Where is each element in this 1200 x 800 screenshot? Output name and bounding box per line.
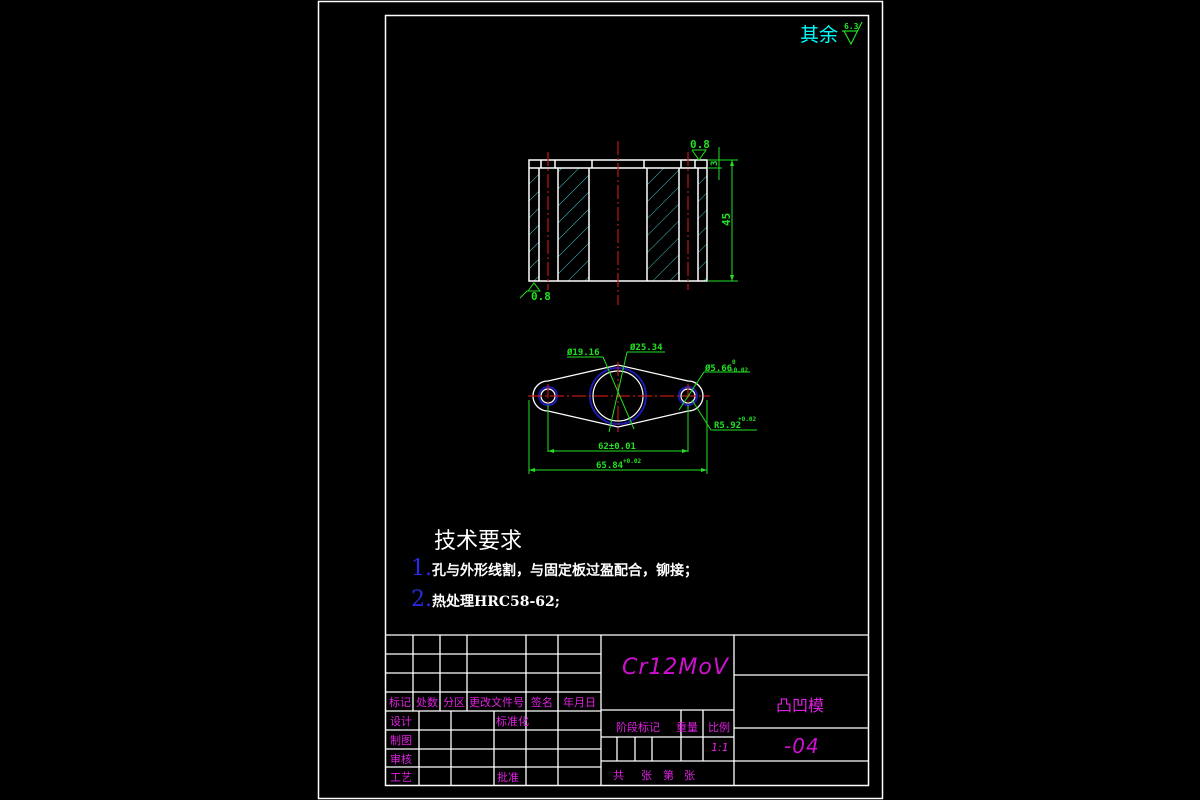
- title-block-grid: [386, 634, 868, 785]
- outer-border: [317, 0, 884, 800]
- dim-step: 3: [710, 161, 720, 166]
- dim-overall-length: 65.84: [596, 461, 624, 471]
- dim-radius-tol: +0.02: [738, 416, 756, 423]
- scale-value: 1:1: [711, 741, 729, 754]
- approval-label: 批准: [497, 771, 519, 784]
- part-name: 凸凹模: [776, 696, 825, 715]
- sheet-number-suffix: 张: [684, 769, 695, 782]
- roughness-bottom-value: 0.8: [531, 290, 551, 303]
- scale-label: 比例: [708, 721, 730, 734]
- sheet-number-prefix: 第: [663, 769, 674, 782]
- header-count: 处数: [416, 696, 438, 709]
- dim-height: 45: [720, 213, 733, 226]
- dim-dia-inner: Ø19.16: [566, 347, 600, 358]
- dim-small-hole-tol-upper: 0: [732, 359, 736, 366]
- sheet-total-prefix: 共: [613, 769, 624, 782]
- role-review: 审核: [390, 753, 412, 766]
- drawing-number: -04: [784, 734, 820, 758]
- header-date: 年月日: [563, 696, 596, 709]
- role-process: 工艺: [390, 771, 412, 784]
- dim-center-distance: 62±0.01: [598, 442, 636, 452]
- weight-label: 重量: [676, 721, 698, 734]
- sheet-total-suffix: 张: [641, 769, 652, 782]
- dim-dia-outer: Ø25.34: [629, 342, 663, 353]
- requirement-number: 1.: [411, 556, 432, 581]
- dim-small-hole-tol-lower: -0.02: [730, 367, 748, 374]
- material-label: Cr12MoV: [622, 655, 729, 680]
- requirement-text: 热处理HRC58-62;: [432, 594, 560, 610]
- roughness-value: 6.3: [844, 22, 859, 31]
- inner-border: [384, 14, 870, 787]
- roughness-symbol-icon: [842, 21, 863, 46]
- plan-view: Ø19.16 Ø25.34 Ø5.66 0 -0.02 R5.92 +0.02 …: [528, 342, 757, 474]
- header-mark: 标记: [389, 696, 411, 709]
- role-drafting: 制图: [390, 734, 412, 747]
- header-signature: 签名: [531, 696, 553, 709]
- roughness-top-value: 0.8: [690, 138, 710, 151]
- technical-requirements-title: 技术要求: [434, 529, 523, 554]
- dim-radius: R5.92: [714, 421, 741, 431]
- surface-roughness-label: 其余: [800, 24, 839, 46]
- stage-mark-label: 阶段标记: [616, 721, 660, 734]
- header-change-doc: 更改文件号: [469, 696, 524, 709]
- requirement-text: 孔与外形线割，与固定板过盈配合，铆接；: [432, 563, 698, 579]
- standardization-label: 标准化: [496, 715, 529, 728]
- requirement-number: 2.: [411, 587, 432, 612]
- requirement-item-1: 1.孔与外形线割，与固定板过盈配合，铆接；: [411, 556, 698, 581]
- role-design: 设计: [390, 715, 412, 728]
- header-zone: 分区: [443, 696, 465, 709]
- dim-overall-length-tol: +0.02: [623, 458, 641, 465]
- requirement-item-2: 2.热处理HRC58-62;: [411, 587, 560, 612]
- dim-small-hole: Ø5.66: [704, 363, 732, 374]
- section-view: 0.8 0.8 3 45: [519, 138, 738, 305]
